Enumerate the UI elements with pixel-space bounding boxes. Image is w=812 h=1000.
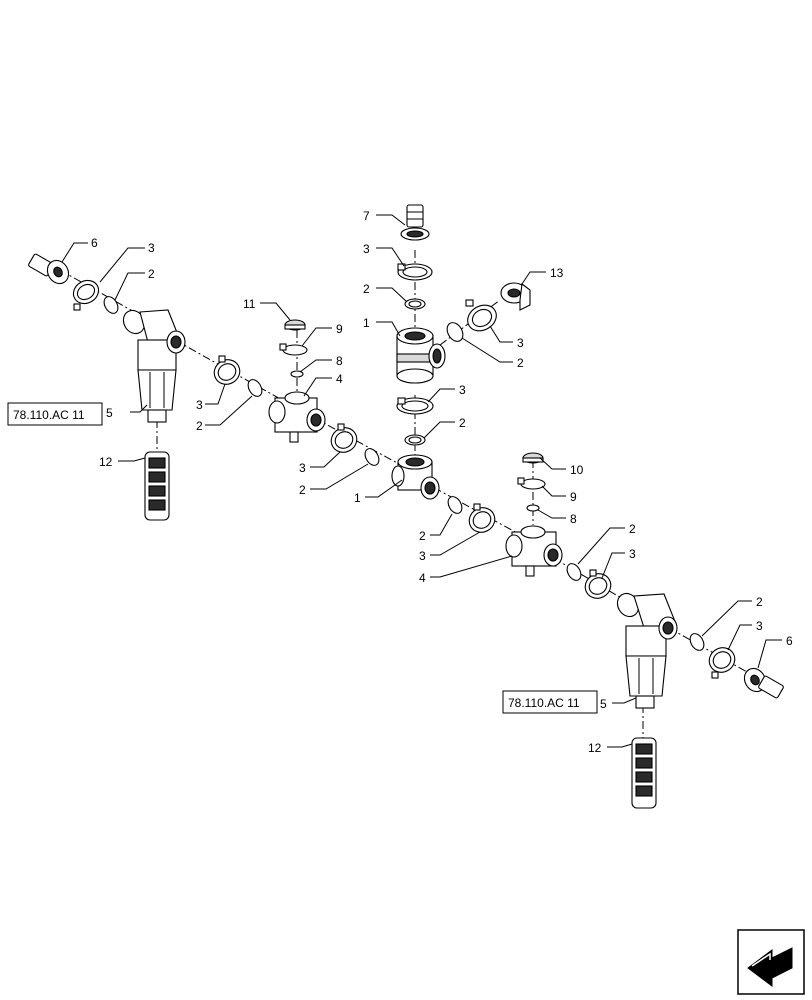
reference-label-left: 78.110.AC 11 [13, 408, 85, 422]
left-plug-clip [279, 343, 308, 356]
callout-12: 12 [588, 741, 602, 755]
lower-tee-clamp [396, 397, 434, 415]
leader-lines [61, 214, 782, 748]
left-strainer [144, 451, 170, 521]
callout-9: 9 [570, 490, 577, 504]
right-filter-seal [566, 563, 582, 581]
right-plug-clip [517, 477, 546, 490]
callout-2: 2 [419, 529, 426, 543]
callout-3: 3 [148, 241, 155, 255]
callout-10: 10 [570, 463, 584, 477]
callout-labels: 7 3 2 1 13 3 2 3 2 6 3 2 11 9 8 4 3 2 5 … [91, 209, 793, 755]
callout-9: 9 [336, 322, 343, 336]
reference-link-right[interactable]: 78.110.AC 11 [502, 690, 598, 714]
right-filter [616, 592, 678, 709]
left-filter [122, 309, 186, 423]
callout-2: 2 [363, 282, 370, 296]
right-outlet-fitting [743, 667, 784, 699]
callout-3: 3 [363, 242, 370, 256]
callout-12: 12 [99, 455, 113, 469]
right-cross-seal [447, 496, 463, 514]
left-inlet-clamp [72, 279, 100, 311]
top-hose-fitting [400, 204, 430, 241]
callout-3: 3 [517, 336, 524, 350]
left-filter-seal [247, 379, 263, 397]
left-filter-clamp [213, 355, 241, 385]
elbow-clamp [465, 299, 497, 332]
callout-5: 5 [106, 406, 113, 420]
callout-1: 1 [354, 491, 361, 505]
left-plug-oring [290, 370, 304, 378]
callout-4: 4 [336, 372, 343, 386]
left-plug [284, 319, 306, 331]
callout-5: 5 [600, 697, 607, 711]
callout-2: 2 [517, 356, 524, 370]
reference-label-right: 78.110.AC 11 [508, 696, 580, 710]
callout-3: 3 [629, 547, 636, 561]
reference-link-left[interactable]: 78.110.AC 11 [7, 402, 103, 426]
callout-1: 1 [363, 316, 370, 330]
callout-3: 3 [196, 398, 203, 412]
callout-4: 4 [419, 571, 426, 585]
right-plug-oring [526, 504, 540, 512]
left-inlet-fitting [28, 253, 70, 285]
elbow-seal [446, 322, 464, 342]
elbow-fitting [500, 282, 531, 311]
outlet-clamp [708, 647, 736, 679]
callout-2: 2 [148, 267, 155, 281]
top-clamp [397, 263, 433, 281]
callout-8: 8 [570, 512, 577, 526]
callout-6: 6 [786, 634, 793, 648]
right-plug [522, 452, 544, 464]
mid-clamp [330, 423, 358, 453]
callout-3: 3 [299, 461, 306, 475]
callout-2: 2 [459, 416, 466, 430]
left-cross [268, 391, 326, 443]
callout-6: 6 [91, 236, 98, 250]
mid-seal [364, 448, 380, 466]
right-strainer [631, 737, 657, 809]
callout-2: 2 [299, 483, 306, 497]
right-filter-clamp [584, 569, 612, 599]
callout-8: 8 [336, 354, 343, 368]
callout-7: 7 [363, 209, 370, 223]
right-cross-clamp [468, 503, 496, 533]
outlet-seal [689, 633, 705, 651]
callout-3: 3 [419, 549, 426, 563]
callout-3: 3 [459, 383, 466, 397]
right-cross [505, 525, 563, 577]
callout-13: 13 [550, 266, 564, 280]
top-tee [396, 327, 446, 384]
callout-2: 2 [756, 595, 763, 609]
callout-2: 2 [196, 419, 203, 433]
next-page-arrow-icon[interactable] [737, 929, 805, 995]
callout-11: 11 [243, 297, 256, 311]
callout-2: 2 [629, 522, 636, 536]
middle-tee [391, 454, 440, 500]
left-inlet-seal [103, 296, 119, 314]
callout-3: 3 [756, 619, 763, 633]
